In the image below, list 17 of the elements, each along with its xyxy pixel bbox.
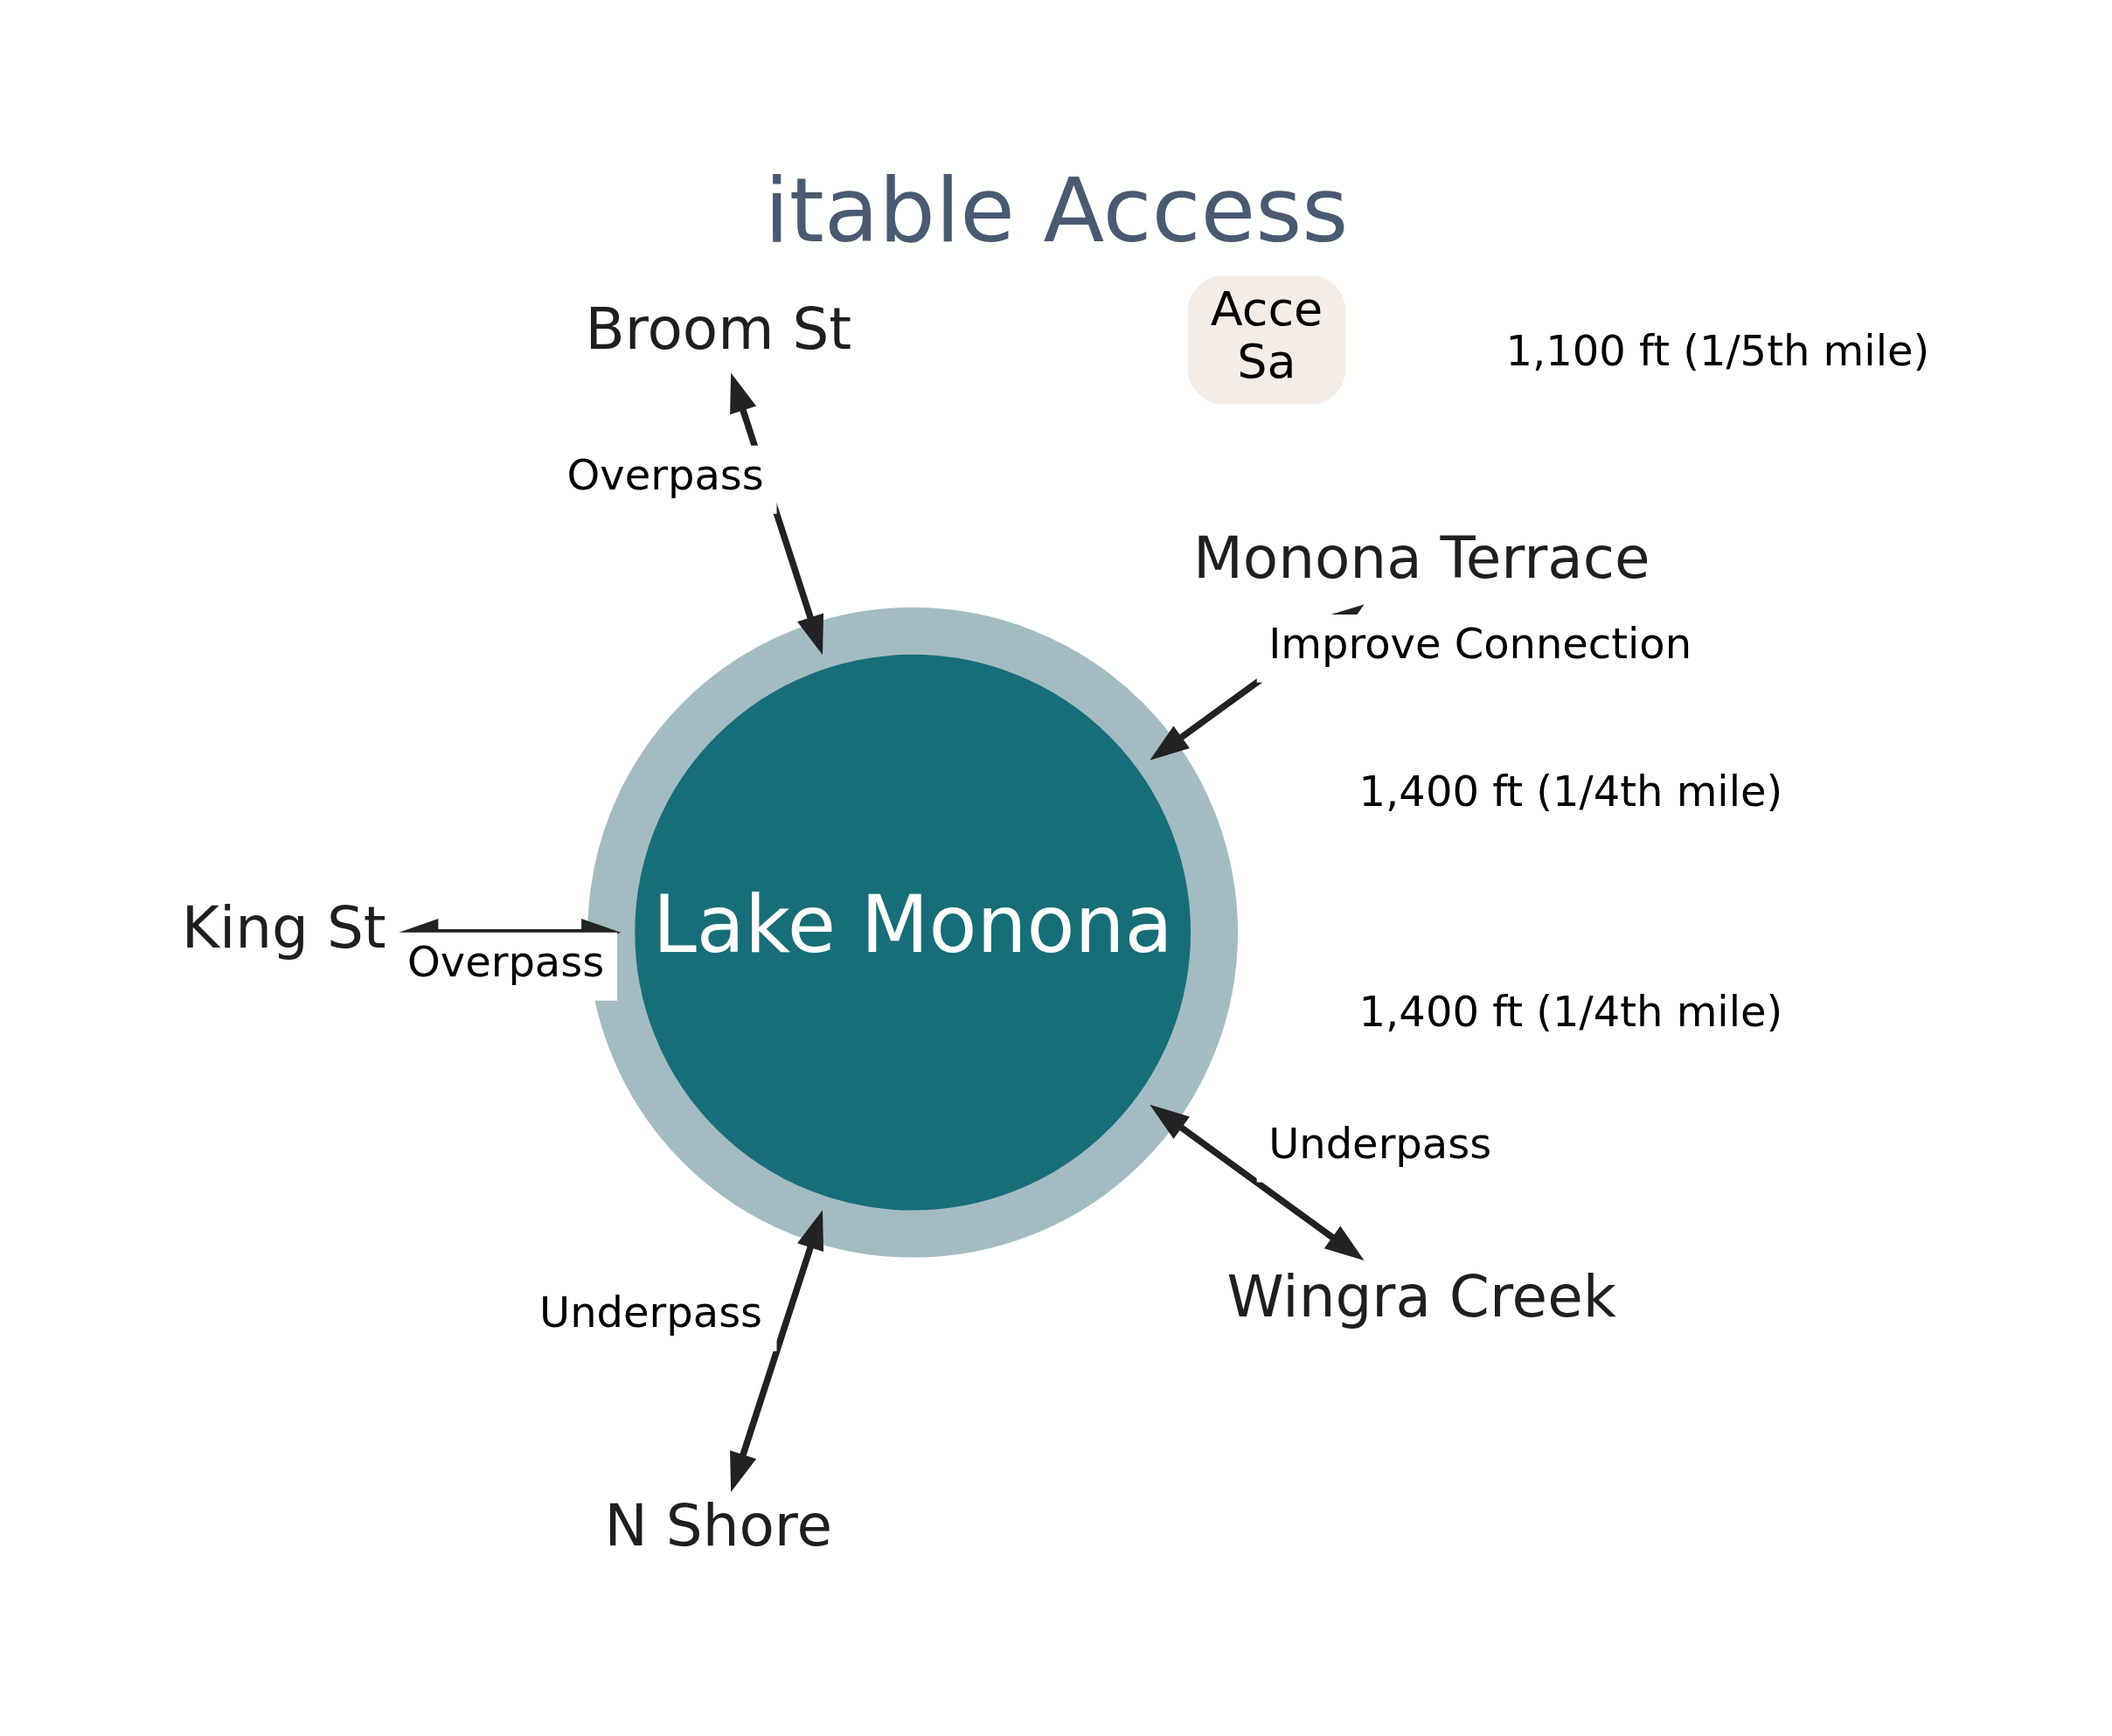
arrow bbox=[1149, 1104, 1364, 1260]
node-text: N Shore bbox=[604, 1491, 832, 1559]
diagram-title: itable Access bbox=[763, 157, 1348, 262]
node-text: King St bbox=[181, 893, 386, 962]
label: 1,400 ft (1/4th mile) bbox=[1358, 766, 1782, 816]
edge-label: Underpass bbox=[538, 1287, 762, 1337]
node-text: Wingra Creek bbox=[1226, 1262, 1616, 1330]
label: 1,400 ft (1/4th mile) bbox=[1358, 986, 1782, 1036]
edge-label: Overpass bbox=[566, 449, 764, 499]
node-text: Broom St bbox=[585, 295, 851, 363]
node-text: Monona Terrace bbox=[1192, 524, 1650, 592]
label: 1,100 ft (1/5th mile) bbox=[1505, 325, 1929, 375]
edge-label: Underpass bbox=[1268, 1118, 1491, 1168]
arrow bbox=[729, 1209, 823, 1492]
edge-label: Improve Connection bbox=[1268, 618, 1692, 668]
node-box: Acce Sa bbox=[1187, 274, 1345, 404]
arrow bbox=[729, 372, 823, 655]
